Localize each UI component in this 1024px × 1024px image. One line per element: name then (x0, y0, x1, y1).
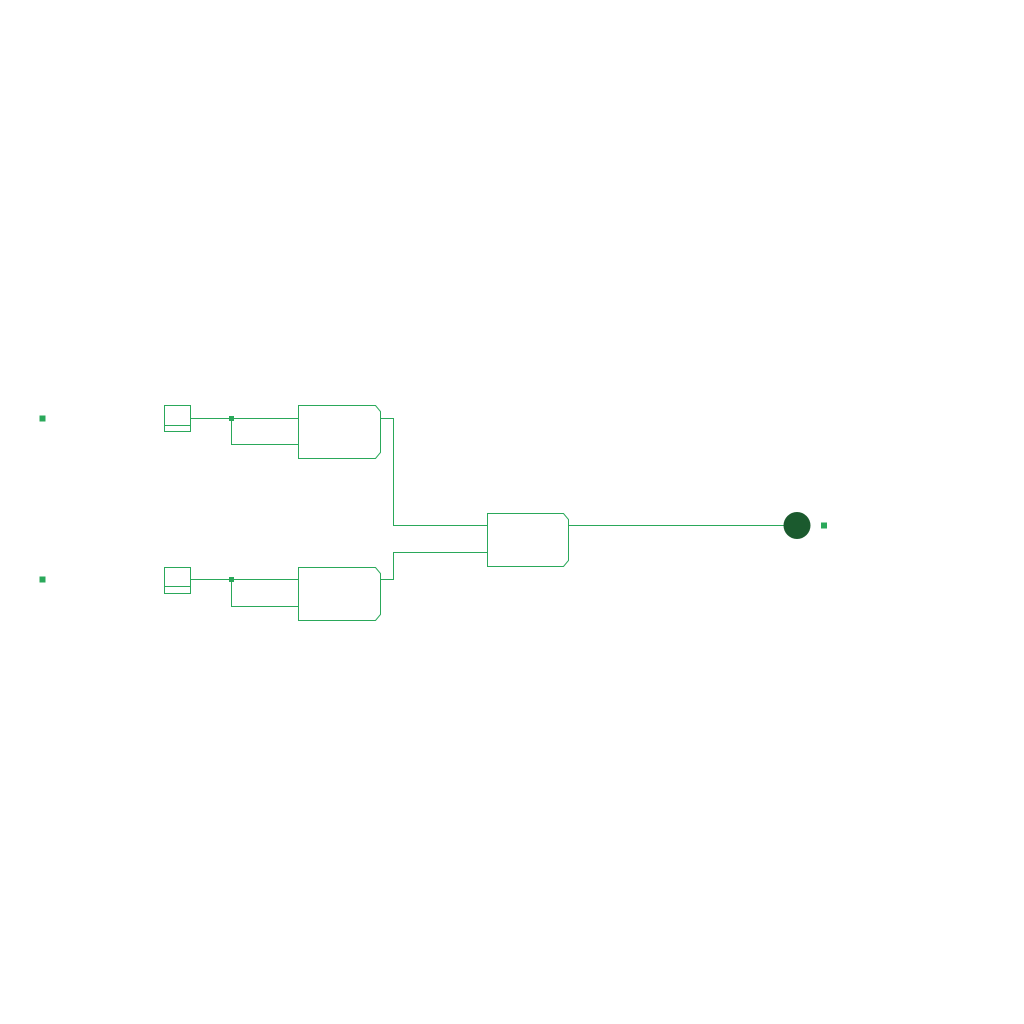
input-2-switch[interactable] (164, 567, 191, 594)
input-2-pin-marker[interactable] (39, 576, 46, 583)
output-pin-marker[interactable] (821, 522, 827, 529)
junction-lower (229, 577, 234, 582)
gate-output[interactable] (487, 513, 569, 567)
input-1-pin-marker[interactable] (39, 415, 46, 422)
input-1-switch[interactable] (164, 405, 191, 432)
wire-input-2-to-gate-lower (190, 579, 299, 607)
junction-upper (229, 416, 234, 421)
gate-lower[interactable] (298, 567, 381, 621)
wire-gate-lower-to-gate-output (380, 552, 488, 580)
gate-upper[interactable] (298, 405, 381, 459)
output-lamp[interactable] (783, 512, 811, 539)
wire-input-1-to-gate-upper (190, 418, 299, 445)
wire-gate-upper-to-gate-output (380, 418, 488, 526)
